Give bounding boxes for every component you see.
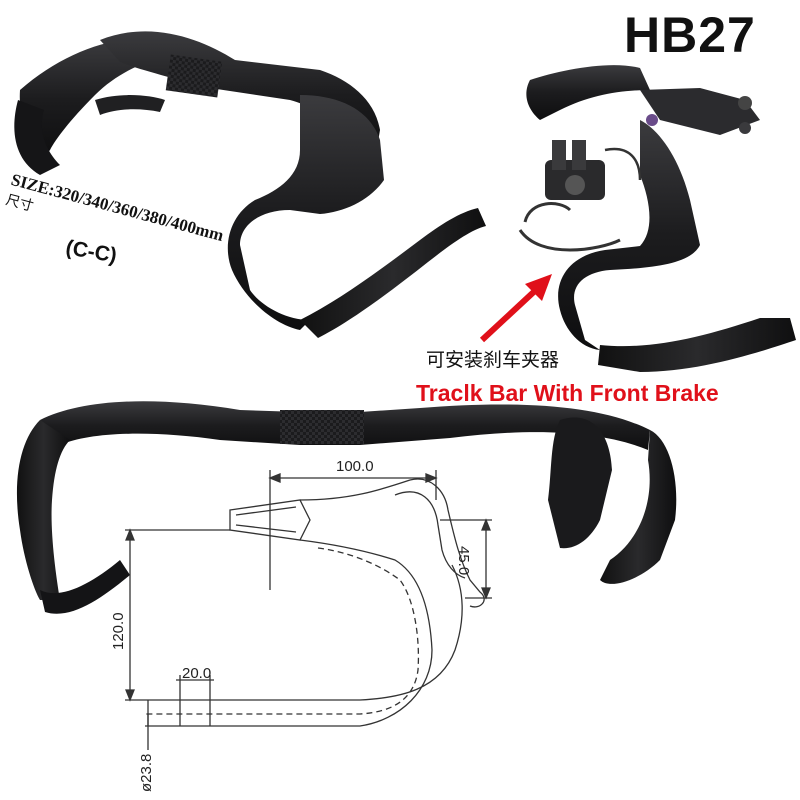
model-name: HB27 bbox=[624, 7, 756, 63]
arrow-icon bbox=[479, 274, 552, 343]
dim-clamp: ø23.8 bbox=[138, 753, 155, 792]
dim-offset: 45.0 bbox=[455, 546, 472, 576]
brake-caliper bbox=[518, 140, 642, 252]
brake-note-en: Traclk Bar With Front Brake bbox=[416, 380, 719, 406]
dim-flat: 20.0 bbox=[182, 665, 212, 682]
brake-note-cn: 可安装刹车夹器 bbox=[426, 349, 560, 371]
dim-reach: 100.0 bbox=[336, 458, 374, 475]
dim-drop: 120.0 bbox=[110, 612, 127, 650]
